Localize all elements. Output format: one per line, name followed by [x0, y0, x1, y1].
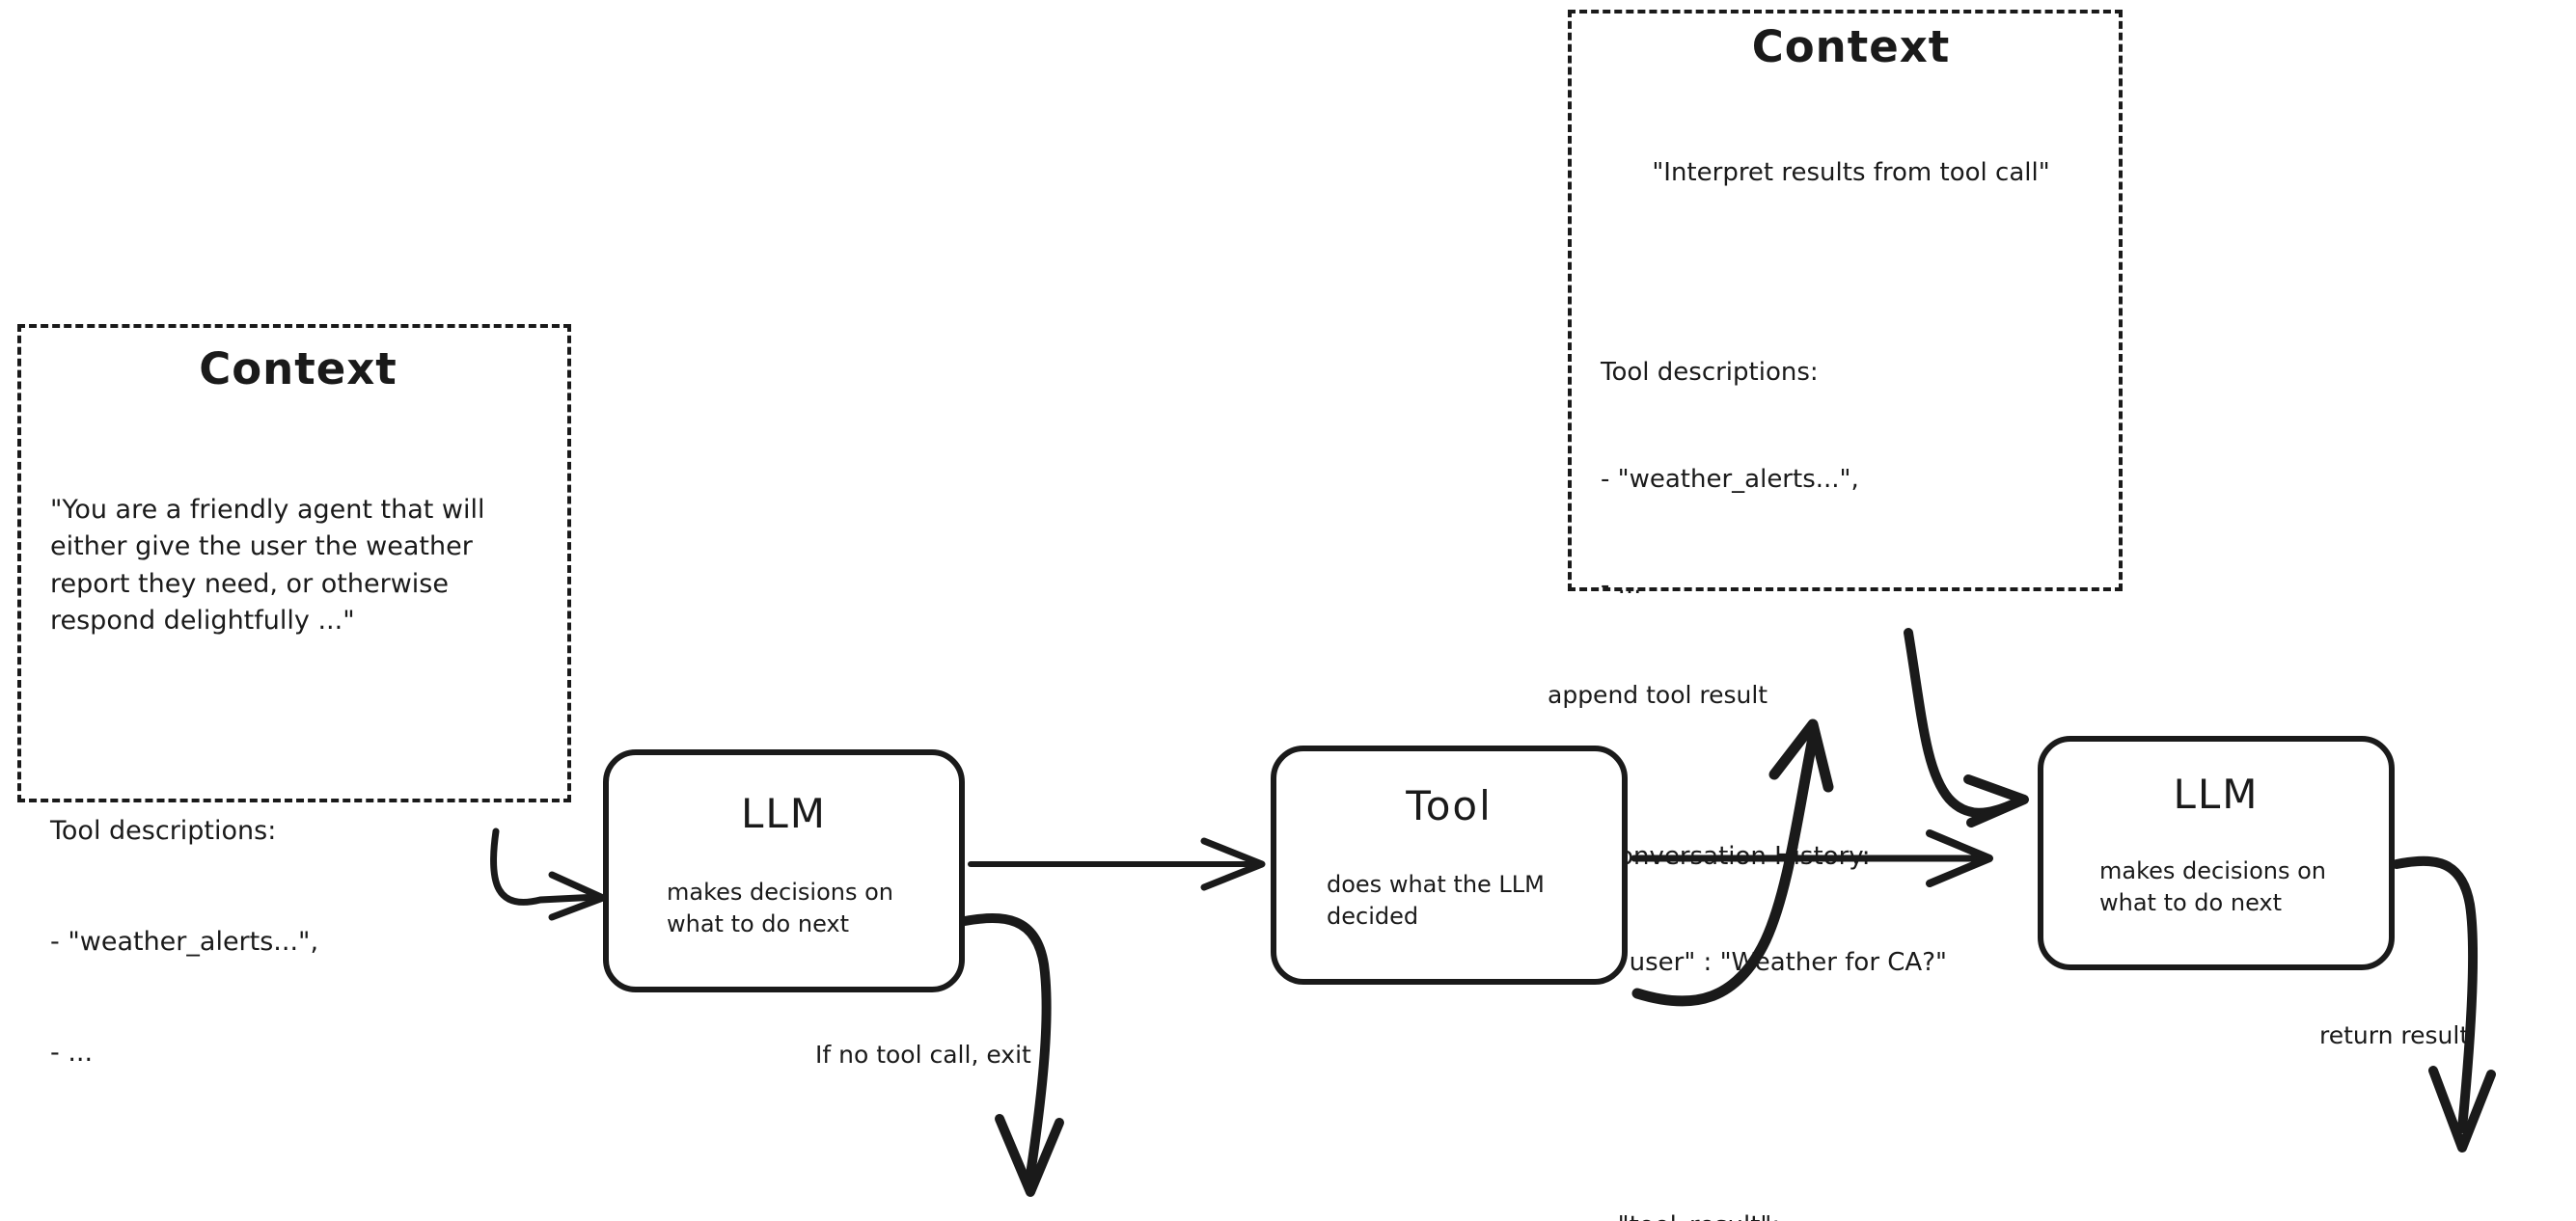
context-right-tool-descriptions-heading: Tool descriptions:	[1601, 357, 1819, 387]
context-left-tool-item-2: - ...	[50, 1037, 94, 1068]
context-left-heading: Context	[199, 343, 397, 394]
context-right-conversation-heading: Conversation History:	[1601, 841, 1871, 871]
arrow-llm-left-to-tool	[968, 837, 1266, 891]
node-llm-right-title: LLM	[2173, 771, 2260, 818]
edge-label-return-result: return result	[2319, 1021, 2470, 1049]
arrow-return-result	[2392, 855, 2496, 1153]
context-box-left: Context "You are a friendly agent that w…	[17, 324, 571, 1068]
node-tool-subtitle: does what the LLM decided	[1327, 871, 1545, 930]
node-llm-left-title: LLM	[740, 790, 828, 837]
node-llm-left-subtitle: makes decisions on what to do next	[667, 879, 893, 937]
node-llm-right[interactable]: LLM makes decisions on what to do next	[2038, 736, 2395, 970]
node-llm-left[interactable]: LLM makes decisions on what to do next	[603, 749, 965, 992]
context-right-conversation-user-turn: - "user" : "Weather for CA?"	[1601, 948, 1947, 978]
context-box-right: Context "Interpret results from tool cal…	[1568, 10, 2123, 1221]
context-right-tool-result: - "tool_result": { "state": "CA", [ { "r…	[1601, 1137, 2101, 1221]
context-right-system-prompt: "Interpret results from tool call"	[1652, 158, 2050, 188]
edge-label-if-no-tool-call-exit: If no tool call, exit	[815, 1041, 1031, 1069]
context-right-conversation-history: Conversation History: - "user" : "Weathe…	[1601, 768, 2101, 1052]
node-tool-title: Tool	[1406, 782, 1493, 829]
context-right-tool-item-2: - ...	[1601, 571, 1642, 601]
context-right-heading: Context	[1751, 21, 1951, 72]
edge-label-append-tool-result: append tool result	[1548, 681, 1768, 709]
context-left-tool-descriptions: Tool descriptions: - "weather_alerts..."…	[50, 739, 546, 1146]
context-right-tool-result-label: - "tool_result":	[1601, 1208, 2101, 1221]
context-left-tool-item-1: - "weather_alerts...",	[50, 926, 319, 957]
context-right-tool-item-1: - "weather_alerts...",	[1601, 464, 1859, 494]
node-tool[interactable]: Tool does what the LLM decided	[1271, 746, 1628, 985]
node-llm-right-subtitle: makes decisions on what to do next	[2099, 857, 2326, 916]
context-right-tool-descriptions: Tool descriptions: - "weather_alerts..."…	[1601, 284, 2101, 675]
context-left-tool-descriptions-heading: Tool descriptions:	[50, 815, 277, 846]
context-left-system-prompt: "You are a friendly agent that will eith…	[50, 495, 494, 637]
